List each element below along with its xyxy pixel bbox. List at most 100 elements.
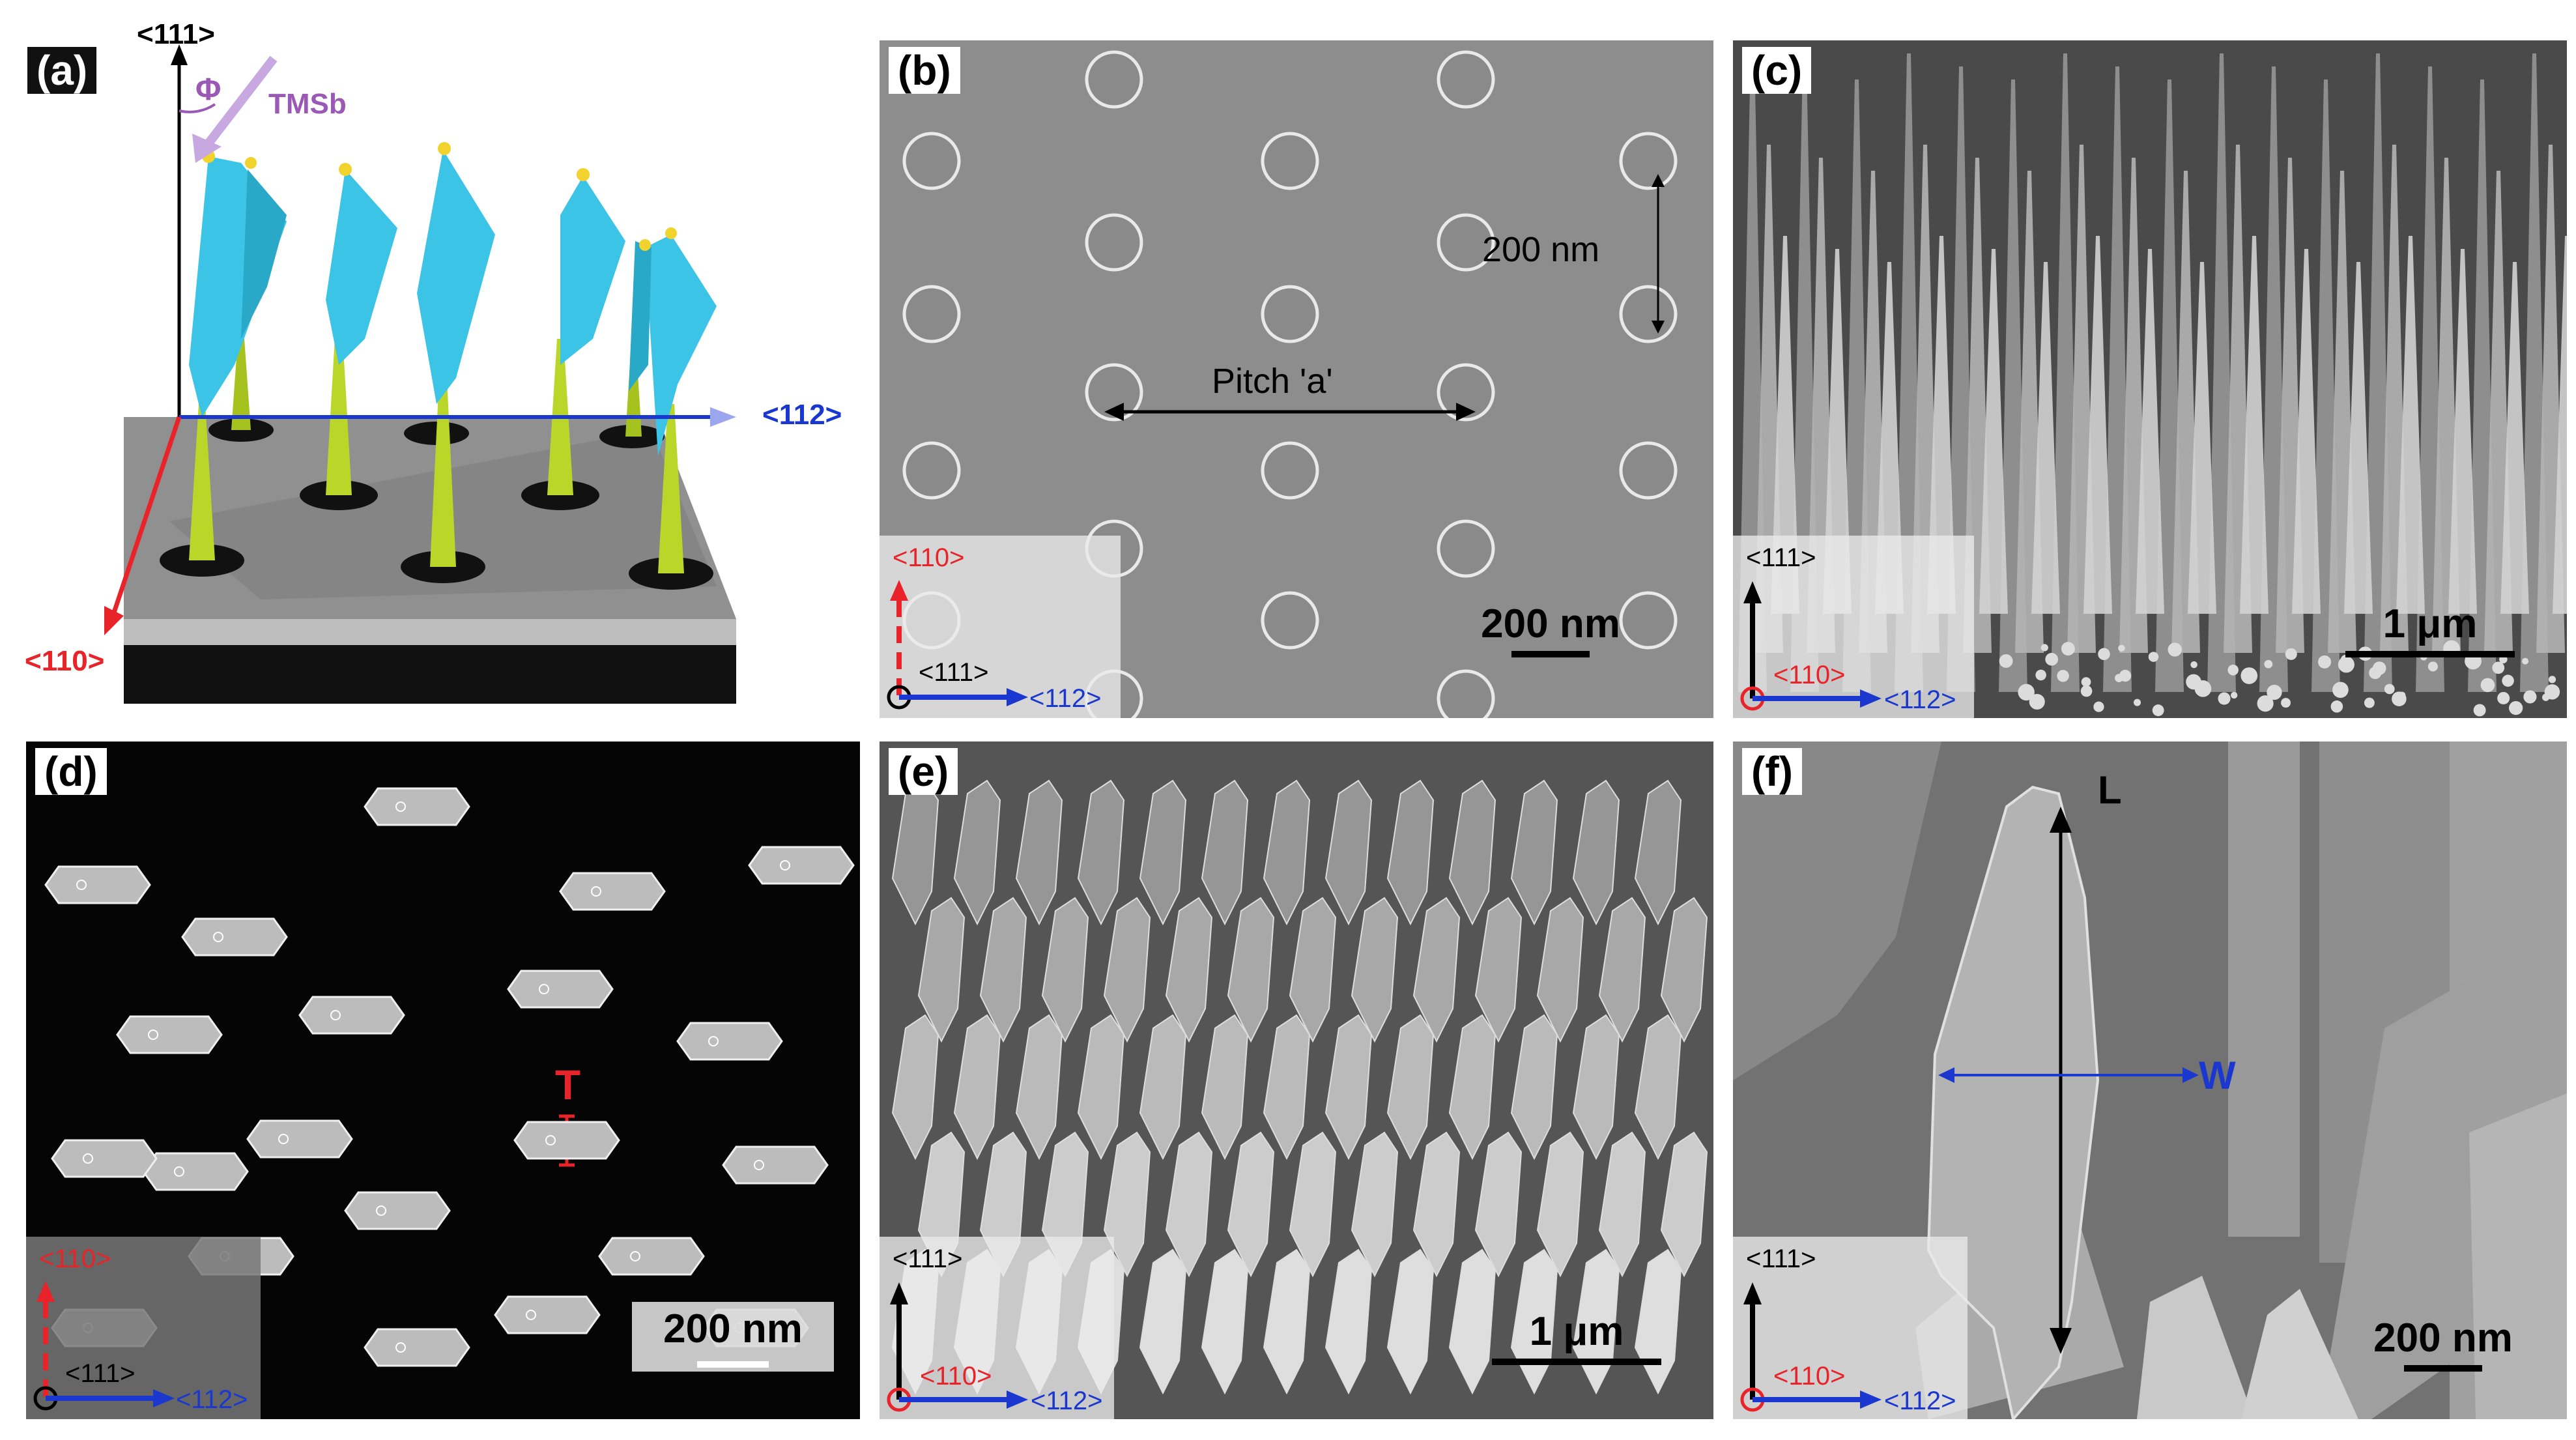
inset-axis-110: <110> <box>920 1362 992 1391</box>
surface-particle <box>2045 653 2058 666</box>
length-annotation: L <box>2098 768 2122 813</box>
panel-label-b: (b) <box>889 47 960 94</box>
inset-axis-110: <110> <box>39 1245 111 1274</box>
scale-bar-b: 200 nm <box>1466 601 1635 657</box>
surface-particle <box>2098 648 2110 661</box>
surface-particle <box>2153 704 2164 716</box>
panel-e-sem-flakes: (e) <111> <110> <112> 1 μm <box>880 742 1713 1419</box>
surface-particle <box>2240 667 2257 684</box>
spacing-annotation: 200 nm <box>1482 229 1599 270</box>
inset-axis-110: <110> <box>1773 661 1846 690</box>
scale-bar-c: 1 μm <box>2332 601 2528 657</box>
inset-axis-111: <111> <box>1746 1245 1816 1274</box>
nanoflake <box>629 241 651 391</box>
thickness-annotation: T <box>555 1061 580 1109</box>
surface-particle <box>2198 681 2207 689</box>
surface-particle <box>1999 654 2013 668</box>
panel-a-schematic: (a) <111> <112> <110> Φ TMSb <box>0 0 873 730</box>
surface-particle <box>2134 699 2141 706</box>
surface-particle <box>2384 684 2395 695</box>
surface-particle <box>2332 682 2349 698</box>
surface-particle <box>2257 695 2274 712</box>
surface-particle <box>2190 661 2197 669</box>
orientation-inset: <110> <111> <112> <box>26 1237 261 1419</box>
surface-particle <box>2082 677 2091 687</box>
substrate-edge <box>124 619 736 645</box>
surface-particle <box>2285 648 2297 660</box>
axis-label-110: <110> <box>25 645 104 678</box>
axis-112-arrowhead <box>710 407 736 427</box>
inset-axis-112: <112> <box>1884 685 1956 715</box>
flake-topview <box>515 1122 619 1159</box>
flake-topview <box>365 788 469 825</box>
flake-topview <box>560 873 665 910</box>
surface-particle <box>2474 704 2486 716</box>
surface-particle <box>2331 700 2343 713</box>
flake-topview <box>117 1016 222 1053</box>
flake-topview <box>248 1121 352 1157</box>
inset-axis-112: <112> <box>1031 1387 1103 1416</box>
inset-axis-111: <111> <box>893 1245 963 1274</box>
surface-particle <box>2523 690 2536 703</box>
surface-particle <box>2061 642 2075 655</box>
inset-axis-111: <111> <box>1746 543 1816 573</box>
inset-axis-112: <112> <box>176 1385 248 1415</box>
flake-topview <box>143 1153 248 1190</box>
surface-particle <box>2369 667 2381 679</box>
surface-particle <box>2502 674 2514 687</box>
surface-particle <box>2149 652 2158 661</box>
surface-particle <box>2392 691 2407 706</box>
inset-axis-112: <112> <box>1884 1387 1956 1416</box>
inset-axis-110: <110> <box>893 543 965 573</box>
scale-bar-c-label: 1 μm <box>2383 601 2478 646</box>
surface-particle <box>2318 655 2331 669</box>
surface-particle <box>2118 645 2125 652</box>
surface-particle <box>2364 698 2375 708</box>
surface-particle <box>2115 674 2123 682</box>
width-annotation: W <box>2199 1053 2236 1098</box>
surface-particle <box>2227 665 2239 676</box>
scale-bar-f-line <box>2404 1365 2482 1372</box>
surface-particle <box>2057 670 2068 682</box>
flake-topview <box>599 1238 704 1274</box>
scale-bar-d-label: 200 nm <box>663 1306 803 1351</box>
pitch-annotation: Pitch 'a' <box>1212 361 1333 401</box>
orientation-inset: <110> <111> <112> <box>880 536 1121 718</box>
precursor-label: TMSb <box>268 88 347 121</box>
nanoflake <box>417 150 495 404</box>
scale-bar-b-line <box>1511 651 1590 657</box>
surface-particle <box>2264 660 2272 669</box>
surface-particle <box>2035 670 2046 681</box>
surface-particle <box>2231 692 2237 698</box>
flake-topview <box>678 1023 782 1059</box>
nanoflake <box>560 176 625 365</box>
catalyst-droplet <box>639 239 651 251</box>
surface-particle <box>2218 693 2230 705</box>
scale-bar-e: 1 μm <box>1479 1308 1674 1365</box>
axis-label-112: <112> <box>762 399 842 431</box>
flake-topview <box>52 1140 156 1177</box>
flake-topview <box>508 971 612 1007</box>
inset-axis-111: <111> <box>65 1359 136 1389</box>
orientation-inset: <111> <110> <112> <box>1733 1237 1968 1419</box>
surface-particle <box>2522 658 2528 665</box>
flake-topview <box>46 867 150 903</box>
panel-label-f: (f) <box>1742 748 1802 795</box>
surface-particle <box>2093 702 2104 712</box>
substrate-side <box>124 645 736 704</box>
surface-particle <box>2492 661 2504 674</box>
flake-topview <box>300 997 404 1033</box>
surface-particle <box>2428 661 2438 671</box>
catalyst-droplet <box>245 157 257 169</box>
catalyst-droplet <box>438 142 451 155</box>
scale-bar-e-label: 1 μm <box>1530 1309 1624 1354</box>
panel-c-sem-nanowires: (c) <111> <110> <112> 1 μm <box>1733 40 2567 718</box>
flake-topview <box>749 847 853 884</box>
inset-axis-111: <111> <box>919 658 989 687</box>
scale-bar-b-label: 200 nm <box>1481 601 1620 646</box>
orientation-inset: <111> <110> <112> <box>880 1237 1114 1419</box>
flake-topview <box>723 1147 827 1183</box>
schematic-drawing <box>0 0 873 730</box>
catalyst-droplet <box>339 163 352 176</box>
surface-particle <box>2545 684 2560 700</box>
